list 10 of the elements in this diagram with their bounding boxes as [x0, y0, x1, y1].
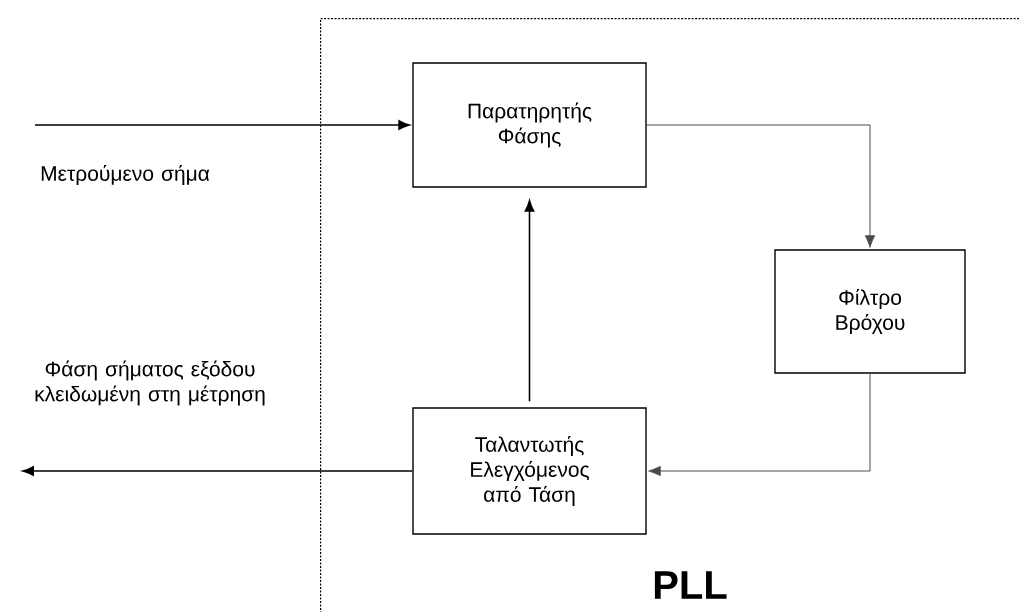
arrow [646, 124, 876, 248]
arrow [34, 120, 410, 130]
edge-label: Φάση σήματος εξόδου κλειδωμένη στη μέτρηση [35, 360, 265, 406]
arrow [524, 200, 535, 403]
arrow [648, 373, 871, 477]
arrow [22, 466, 414, 476]
process-box: Παρατηρητής Φάσης [412, 62, 647, 188]
process-box: Φίλτρο Βρόχου [774, 249, 966, 374]
process-box: Ταλαντωτής Ελεγχόμενος από Τάση [412, 407, 647, 535]
edge-label: Μετρούμενο σήμα [41, 164, 210, 186]
